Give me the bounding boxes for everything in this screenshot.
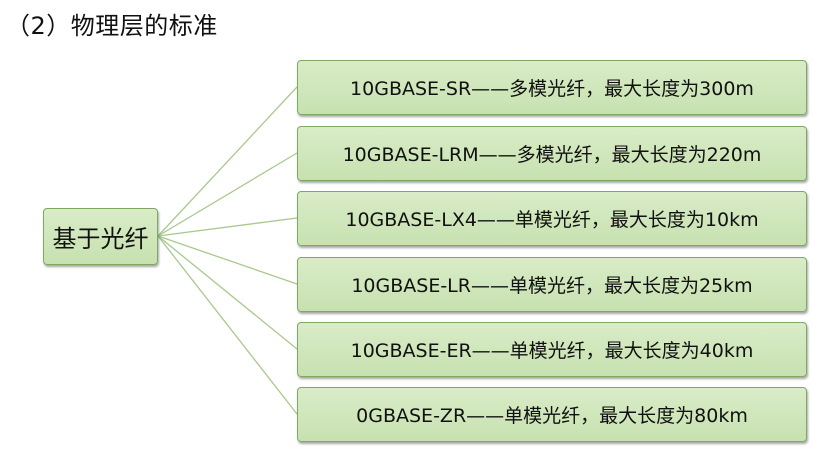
standard-node-10gbase-er: 10GBASE-ER——单模光纤，最大长度为40km	[297, 322, 807, 377]
connector-line-2	[157, 152, 298, 237]
connector-line-1	[157, 86, 298, 237]
standard-node-10gbase-lr: 10GBASE-LR——单模光纤，最大长度为25km	[297, 257, 807, 312]
standard-node-10gbase-lrm: 10GBASE-LRM——多模光纤，最大长度为220m	[297, 126, 807, 181]
root-node-fiber: 基于光纤	[43, 208, 158, 265]
standard-node-10gbase-sr: 10GBASE-SR——多模光纤，最大长度为300m	[297, 60, 807, 115]
standard-node-10gbase-lx4: 10GBASE-LX4——单模光纤，最大长度为10km	[297, 191, 807, 246]
connector-line-4	[157, 235, 298, 285]
connector-line-5	[157, 235, 298, 350]
standard-node-0gbase-zr: 0GBASE-ZR——单模光纤，最大长度为80km	[297, 387, 807, 442]
connector-line-3	[157, 217, 298, 237]
connector-line-6	[157, 235, 298, 415]
page-heading: （2）物理层的标准	[6, 12, 218, 40]
